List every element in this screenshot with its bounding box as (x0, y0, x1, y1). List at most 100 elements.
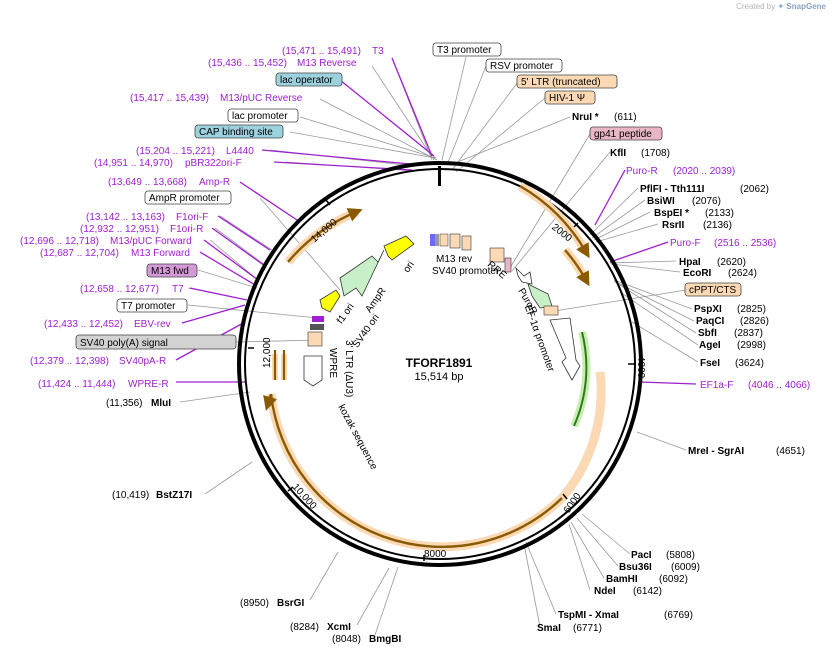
inner-label-kozak: kozak sequence (335, 403, 379, 472)
tick-label-14000: 14,000 (309, 217, 340, 245)
enzyme-mlui[interactable]: MluI (151, 398, 171, 409)
origin-marker (438, 166, 441, 186)
feature-hiv1-psi: HIV-1 Ψ (549, 93, 585, 104)
enzyme-bsrgi[interactable]: BsrGI (277, 598, 304, 609)
right-label-group: T3 promoter RSV promoter 5' LTR (truncat… (432, 42, 810, 634)
enzyme-fsei[interactable]: FseI (700, 358, 720, 369)
enzyme-coords-bamhi: (6092) (659, 574, 688, 585)
enzyme-smai[interactable]: SmaI (537, 623, 561, 634)
enzyme-kfli[interactable]: KflI (610, 148, 626, 159)
tick-label-4000: 4000 (635, 356, 646, 379)
enzyme-bsiwi[interactable]: BsiWI (647, 196, 675, 207)
5ltr-box[interactable] (516, 74, 618, 89)
credit-prefix: Created by (736, 2, 776, 11)
primer-coords-m13-forward: (12,687 .. 12,704) (40, 248, 119, 259)
primer-ebv-rev: EBV-rev (134, 319, 171, 330)
enzyme-nrui[interactable]: NruI * (572, 112, 599, 123)
primer-f1ori-f: F1ori-F (176, 212, 208, 223)
enzyme-coords-bmgbi: (8048) (332, 634, 361, 645)
enzyme-sbfi[interactable]: SbfI (698, 328, 717, 339)
primer-pbr322ori-f: pBR322ori-F (185, 158, 242, 169)
tick-label-8000: 8000 (424, 549, 447, 560)
left-label-group: (15,471 .. 15,491) T3 (15,436 .. 15,452)… (20, 46, 401, 645)
enzyme-pflfi-tth111i[interactable]: PflFI - Tth111I (640, 184, 705, 195)
hiv1-psi-box[interactable] (544, 90, 596, 105)
primer-wpre-r: WPRE-R (128, 379, 169, 390)
primer-coords-sv40pa-r: (12,379 .. 12,398) (30, 356, 109, 367)
primer-coords-amp-r: (13,649 .. 13,668) (108, 177, 187, 188)
feature-lac-operator: lac operator (280, 75, 333, 86)
enzyme-pspxi[interactable]: PspXI (694, 304, 722, 315)
enzyme-coords-fsei: (3624) (735, 358, 764, 369)
feature-t7-promoter: T7 promoter (121, 301, 176, 312)
primer-coords-f1ori-r: (12,932 .. 12,951) (80, 224, 159, 235)
enzyme-hpai[interactable]: HpaI (679, 257, 701, 268)
plasmid-name: TFORF1891 (406, 356, 473, 370)
enzyme-rsrii[interactable]: RsrII (662, 220, 684, 231)
primer-t3: T3 (372, 46, 384, 57)
enzyme-coords-agei: (2998) (737, 340, 766, 351)
cppt-cts-box[interactable] (684, 282, 742, 297)
primer-m13-forward: M13 Forward (131, 248, 190, 259)
ampr-promoter-box[interactable] (144, 190, 232, 205)
t3-promoter-box[interactable] (432, 42, 502, 57)
inner-features (303, 233, 581, 387)
enzyme-bsu36i[interactable]: Bsu36I (619, 562, 652, 573)
primer-puro-f: Puro-F (670, 238, 701, 249)
feature-ampr-promoter: AmpR promoter (149, 193, 220, 204)
enzyme-coords-rsrii: (2136) (703, 220, 732, 231)
lac-promoter-box[interactable] (227, 108, 299, 123)
enzyme-bmgbi[interactable]: BmgBI (369, 634, 401, 645)
inner-label-ampr: AmpR (364, 286, 389, 315)
enzyme-xcmi[interactable]: XcmI (327, 622, 351, 633)
primer-arrows (175, 57, 697, 385)
enzyme-coords-smai: (6771) (573, 623, 602, 634)
enzyme-paci[interactable]: PacI (631, 550, 652, 561)
plasmid-size: 15,514 bp (415, 371, 464, 383)
enzyme-coords-bsu36i: (6009) (671, 562, 700, 573)
snapgene-credit: Created by ✦ SnapGene (736, 2, 826, 11)
primer-sv40pa-r: SV40pA-R (119, 356, 166, 367)
enzyme-tspmi-xmai[interactable]: TspMI - XmaI (558, 610, 619, 621)
sv40-polya-box[interactable] (75, 334, 237, 350)
primer-amp-r: Amp-R (199, 177, 230, 188)
enzyme-coords-kfli: (1708) (641, 148, 670, 159)
feature-cppt-cts: cPPT/CTS (689, 285, 737, 296)
primer-t7: T7 (172, 284, 184, 295)
enzyme-bstz17i[interactable]: BstZ17I (156, 490, 192, 501)
enzyme-coords-paci: (5808) (666, 550, 695, 561)
enzyme-ndei[interactable]: NdeI (594, 586, 616, 597)
primer-ef1a-f: EF1a-F (700, 380, 733, 391)
primer-coords-pbr322ori-f: (14,951 .. 14,970) (94, 158, 173, 169)
primer-coords-ef1a-f: (4046 .. 4066) (748, 380, 810, 391)
enzyme-coords-tspmi: (6769) (664, 610, 693, 621)
enzyme-coords-mrei: (4651) (776, 446, 805, 457)
enzyme-coords-ecori: (2624) (728, 268, 757, 279)
gp41-peptide-box[interactable] (589, 126, 663, 141)
m13-fwd-box[interactable] (146, 263, 198, 278)
enzyme-agei[interactable]: AgeI (699, 340, 721, 351)
enzyme-mrei-sgrai[interactable]: MreI - SgrAI (688, 446, 744, 457)
wpre-small-arrows (272, 350, 287, 380)
cap-binding-site-box[interactable] (194, 124, 284, 139)
primer-coords-m13-puc-reverse: (15,417 .. 15,439) (130, 93, 209, 104)
t7-promoter-box[interactable] (116, 298, 188, 313)
credit-brand: SnapGene (786, 2, 826, 11)
enzyme-paqci[interactable]: PaqCI (696, 316, 725, 327)
feature-lac-promoter: lac promoter (232, 111, 288, 122)
enzyme-bamhi[interactable]: BamHI (606, 574, 638, 585)
primer-coords-puro-r: (2020 .. 2039) (673, 166, 735, 177)
primer-coords-m13-reverse: (15,436 .. 15,452) (208, 58, 287, 69)
feature-gp41-peptide: gp41 peptide (594, 129, 652, 140)
inner-label-wpre: WPRE (327, 348, 338, 378)
enzyme-coords-bspei: (2133) (705, 208, 734, 219)
lac-operator-box[interactable] (275, 72, 343, 87)
enzyme-bspei[interactable]: BspEI * (654, 208, 689, 219)
enzyme-coords-nrui: (611) (614, 112, 637, 123)
rsv-promoter-box[interactable] (485, 58, 563, 73)
inner-label-m13-rev: M13 rev (436, 254, 472, 265)
feature-sv40-polya-signal: SV40 poly(A) signal (80, 338, 168, 349)
primer-l4440: L4440 (226, 146, 254, 157)
enzyme-ecori[interactable]: EcoRI (683, 268, 712, 279)
enzyme-coords-pspxi: (2825) (737, 304, 766, 315)
